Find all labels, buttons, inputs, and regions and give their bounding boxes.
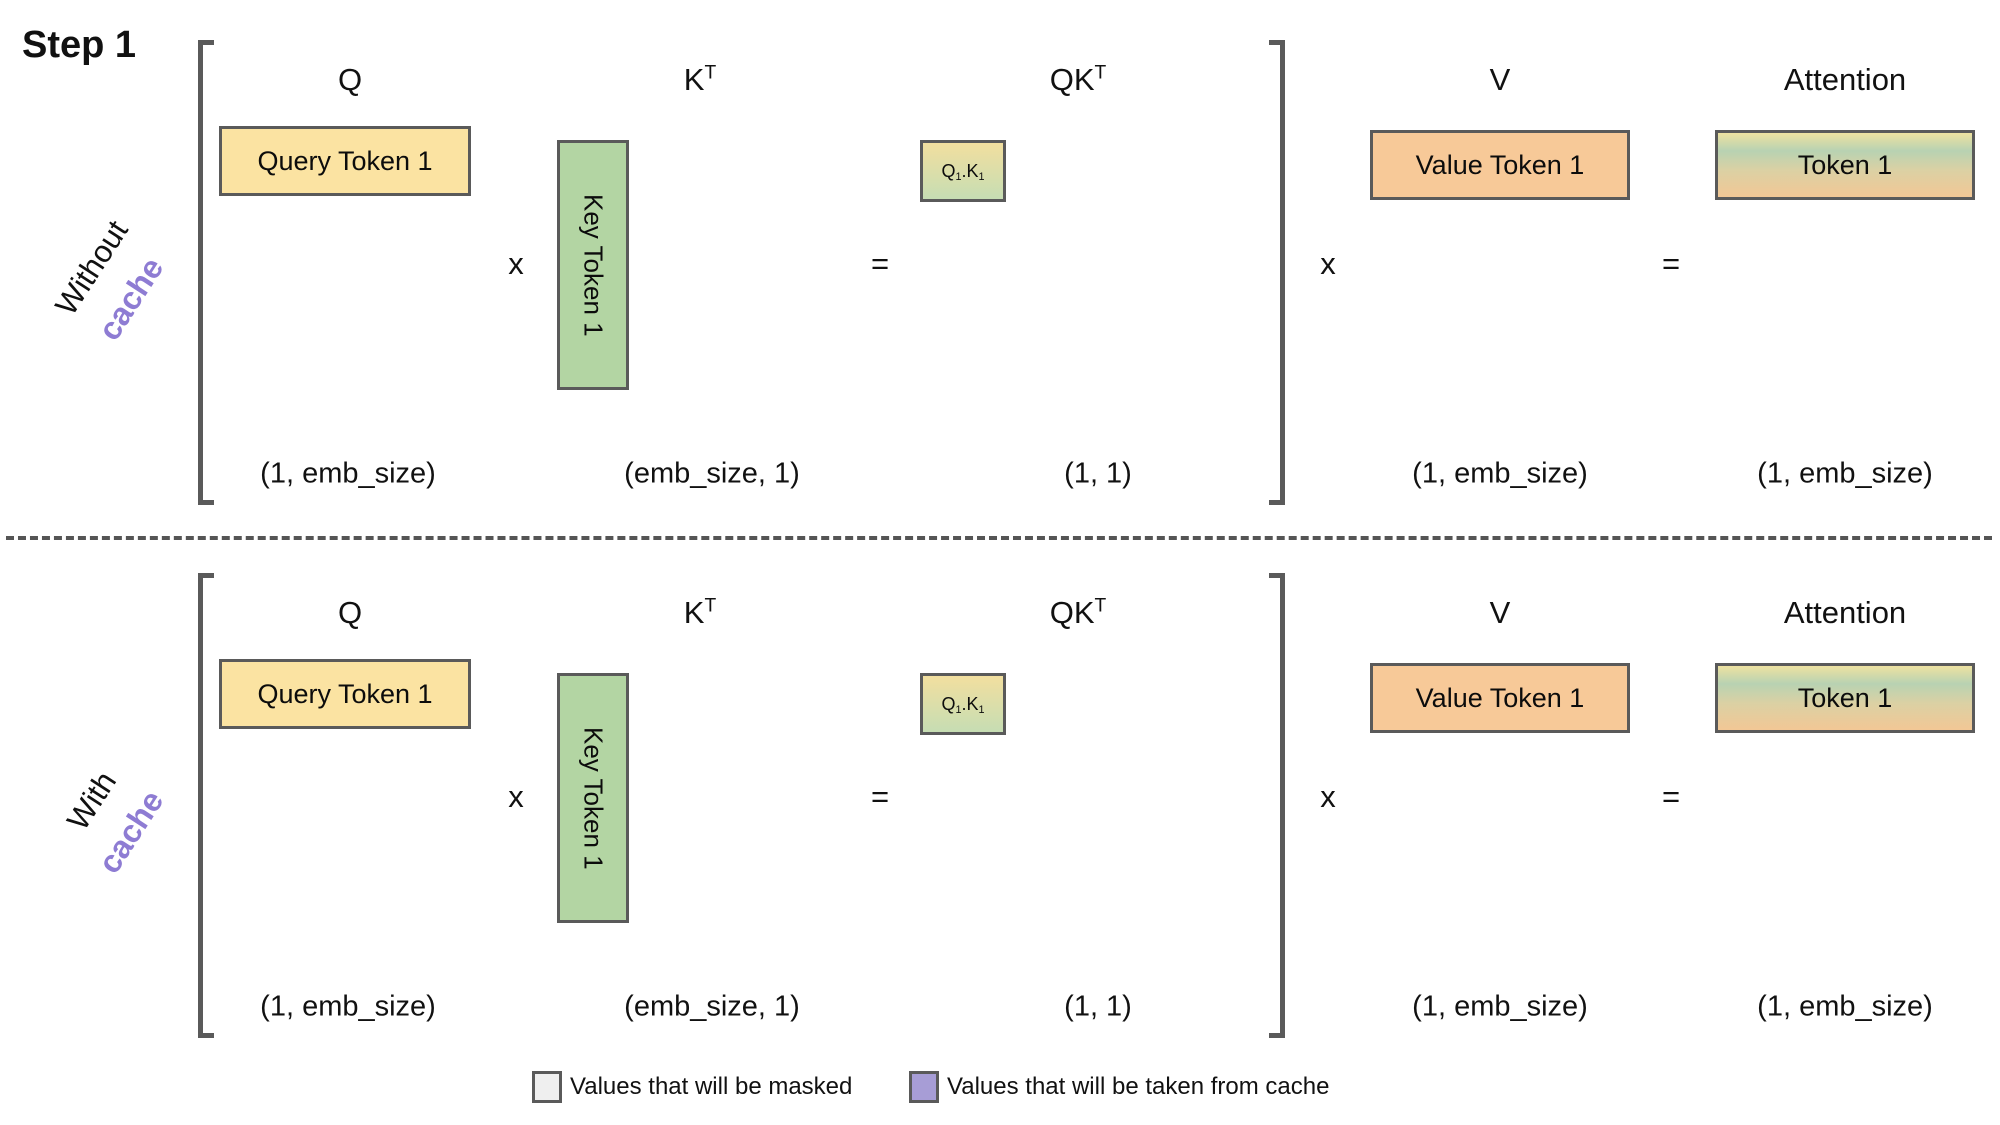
dim-label-qkt: (1, 1) xyxy=(1064,990,1132,1023)
column-label-qkt: QKT xyxy=(1049,595,1107,630)
dim-label-attention: (1, emb_size) xyxy=(1757,990,1933,1023)
dim-label-kt: (emb_size, 1) xyxy=(624,457,800,490)
column-label-qkt: QKT xyxy=(1049,62,1107,97)
key-token-box: Key Token 1 xyxy=(557,140,629,390)
dim-label-q: (1, emb_size) xyxy=(260,990,436,1023)
step-title: Step 1 xyxy=(22,24,137,66)
dim-label-attention: (1, emb_size) xyxy=(1757,457,1933,490)
superscript-t: T xyxy=(704,595,717,617)
dim-label-q: (1, emb_size) xyxy=(260,457,436,490)
multiply-operator: x xyxy=(1320,779,1336,814)
key-token-label: Key Token 1 xyxy=(578,193,609,337)
equals-operator: = xyxy=(870,246,890,281)
multiply-operator: x xyxy=(508,779,524,814)
column-label-v: V xyxy=(1489,62,1511,97)
open-bracket xyxy=(198,40,214,505)
attention-token-box: Token 1 xyxy=(1715,130,1975,200)
dim-label-qkt: (1, 1) xyxy=(1064,457,1132,490)
dim-label-kt: (emb_size, 1) xyxy=(624,990,800,1023)
superscript-t: T xyxy=(704,62,717,84)
column-label-v: V xyxy=(1489,595,1511,630)
legend-label-masked: Values that will be masked xyxy=(570,1073,853,1100)
column-label-attention: Attention xyxy=(1783,595,1907,630)
value-token-box: Value Token 1 xyxy=(1370,130,1630,200)
equals-operator: = xyxy=(1661,246,1681,281)
subscript-1: 1 xyxy=(978,170,985,183)
attention-token-box: Token 1 xyxy=(1715,663,1975,733)
subscript-1: 1 xyxy=(955,170,962,183)
key-token-box: Key Token 1 xyxy=(557,673,629,923)
query-token-box: Query Token 1 xyxy=(219,126,471,196)
equals-operator: = xyxy=(870,779,890,814)
query-token-box: Query Token 1 xyxy=(219,659,471,729)
column-label-q: Q xyxy=(337,62,363,97)
equals-operator: = xyxy=(1661,779,1681,814)
multiply-operator: x xyxy=(1320,246,1336,281)
qk-product-box: Q1.K1 xyxy=(920,140,1006,202)
close-bracket xyxy=(1269,40,1285,505)
section-with-cache: With cache Q KT QKT V Attention Query To… xyxy=(0,533,2000,1066)
section-without-cache: Without cache Q KT QKT V Attention Query… xyxy=(0,0,2000,533)
multiply-operator: x xyxy=(508,246,524,281)
open-bracket xyxy=(198,573,214,1038)
key-token-label: Key Token 1 xyxy=(578,726,609,870)
superscript-t: T xyxy=(1094,62,1107,84)
dim-label-v: (1, emb_size) xyxy=(1412,990,1588,1023)
legend-swatch-masked xyxy=(532,1071,562,1103)
column-label-kt: KT xyxy=(683,62,717,97)
column-label-q: Q xyxy=(337,595,363,630)
close-bracket xyxy=(1269,573,1285,1038)
dim-label-v: (1, emb_size) xyxy=(1412,457,1588,490)
column-label-attention: Attention xyxy=(1783,62,1907,97)
value-token-box: Value Token 1 xyxy=(1370,663,1630,733)
superscript-t: T xyxy=(1094,595,1107,617)
qk-product-box: Q1.K1 xyxy=(920,673,1006,735)
subscript-1: 1 xyxy=(978,703,985,716)
dashed-divider xyxy=(6,536,1992,540)
legend-swatch-cache xyxy=(909,1071,939,1103)
column-label-kt: KT xyxy=(683,595,717,630)
legend-label-cache: Values that will be taken from cache xyxy=(947,1073,1330,1100)
subscript-1: 1 xyxy=(955,703,962,716)
